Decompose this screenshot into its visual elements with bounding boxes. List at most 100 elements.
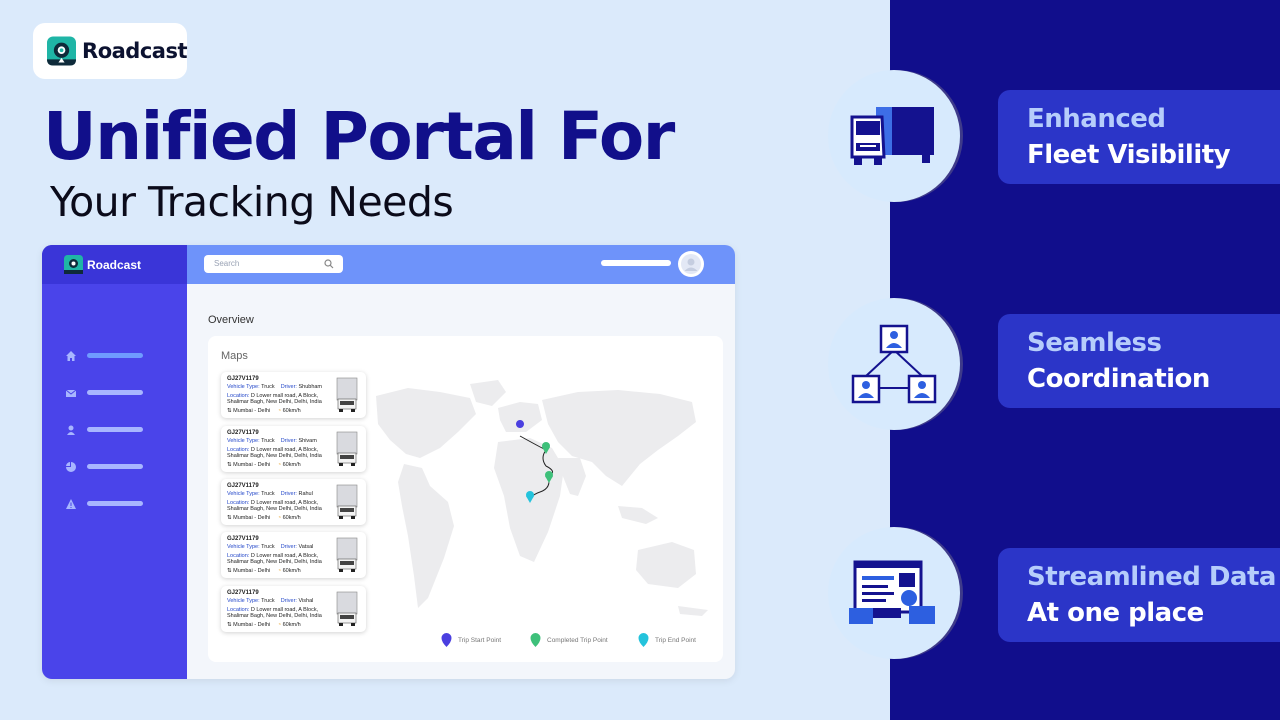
speed-icon: ◔ <box>277 514 282 521</box>
map-pin-icon <box>638 633 649 647</box>
side-nav-user[interactable] <box>65 411 143 448</box>
vehicle-id: GJ27V1179 <box>227 430 259 436</box>
legend-label: Trip End Point <box>655 636 696 644</box>
trip-card[interactable]: GJ27V1179 Vehicle Type: Truck Driver: Ra… <box>221 479 366 525</box>
trip-card[interactable]: GJ27V1179 Vehicle Type: Truck Driver: Sh… <box>221 426 366 472</box>
location-line: D Lower mall road, A Block, <box>250 392 319 399</box>
speed: 60km/h <box>282 567 301 574</box>
route-icon: ⇅ <box>227 461 232 468</box>
driver-name: Rahul <box>298 491 313 497</box>
search-input[interactable]: Search <box>204 255 343 273</box>
brand-badge[interactable]: Roadcast <box>33 23 187 79</box>
truck-icon <box>336 537 358 572</box>
driver-label: Driver: <box>280 544 297 550</box>
world-map[interactable] <box>208 336 723 662</box>
route-icon: ⇅ <box>227 514 232 521</box>
speed: 60km/h <box>282 621 301 628</box>
side-nav-home[interactable] <box>65 337 143 374</box>
legend-label: Completed Trip Point <box>547 636 608 644</box>
dashboard-mockup: Roadcast <box>42 245 735 679</box>
side-nav-label-placeholder <box>87 464 143 469</box>
vehicle-type-label: Vehicle Type: <box>227 384 260 390</box>
maps-title: Maps <box>221 350 248 362</box>
feature-title-line2: At one place <box>1027 598 1204 628</box>
home-icon <box>66 350 76 361</box>
vehicle-type-label: Vehicle Type: <box>227 544 260 550</box>
feature-icon-circle <box>828 70 960 202</box>
side-nav-reports[interactable] <box>65 448 143 485</box>
vehicle-type: Truck <box>261 544 275 550</box>
feature-fleet-visibility: Enhanced Fleet Visibility <box>998 90 1280 184</box>
location-line: Shalimar Bagh, New Delhi, Delhi, India <box>227 453 322 459</box>
route: Mumbai - Delhi <box>233 621 271 628</box>
truck-icon <box>336 377 358 412</box>
vehicle-id: GJ27V1179 <box>227 483 259 489</box>
trip-card[interactable]: GJ27V1179 Vehicle Type: Truck Driver: Vi… <box>221 586 366 632</box>
vehicle-id: GJ27V1179 <box>227 590 259 596</box>
legend-completed-trip: Completed Trip Point <box>530 633 608 647</box>
route: Mumbai - Delhi <box>233 514 271 521</box>
feature-icon-circle <box>828 527 960 659</box>
speed: 60km/h <box>282 461 301 468</box>
vehicle-id: GJ27V1179 <box>227 376 259 382</box>
driver-label: Driver: <box>280 491 297 497</box>
legend-trip-end: Trip End Point <box>638 633 696 647</box>
route: Mumbai - Delhi <box>233 461 271 468</box>
dashboard-sidebar: Roadcast <box>42 245 187 679</box>
route-icon: ⇅ <box>227 621 232 628</box>
truck-icon <box>336 591 358 626</box>
search-icon[interactable] <box>324 259 334 269</box>
trip-card[interactable]: GJ27V1179 Vehicle Type: Truck Driver: Sh… <box>221 372 366 418</box>
dashboard-sidebar-brand[interactable]: Roadcast <box>42 245 187 284</box>
driver-name: Shubham <box>298 384 323 390</box>
side-nav-mail[interactable] <box>65 374 143 411</box>
mail-icon <box>65 389 77 397</box>
location-line: Shalimar Bagh, New Delhi, Delhi, India <box>227 559 322 565</box>
network-icon <box>851 324 937 404</box>
driver-name: Vatsal <box>298 544 314 550</box>
map-pin-icon <box>530 633 541 647</box>
route: Mumbai - Delhi <box>233 567 271 574</box>
warning-icon <box>66 498 76 509</box>
truck-icon <box>336 431 358 466</box>
truck-icon <box>850 107 934 165</box>
side-nav <box>65 337 143 522</box>
maps-card: Maps GJ27V1179 Vehicle Type: Truck Drive… <box>208 336 723 662</box>
vehicle-type: Truck <box>261 438 275 444</box>
search-placeholder: Search <box>214 259 240 268</box>
truck-icon <box>336 484 358 519</box>
side-nav-label-placeholder <box>87 501 143 506</box>
dashboard-brand-name: Roadcast <box>87 257 142 272</box>
feature-title-line2: Fleet Visibility <box>1027 140 1231 170</box>
roadcast-logo-icon <box>47 36 77 66</box>
legend-label: Trip Start Point <box>458 636 502 644</box>
location-line: Shalimar Bagh, New Delhi, Delhi, India <box>227 399 322 405</box>
vehicle-type: Truck <box>261 491 275 497</box>
route-icon: ⇅ <box>227 567 232 574</box>
user-avatar-icon <box>681 254 701 274</box>
avatar[interactable] <box>678 251 704 277</box>
vehicle-type-label: Vehicle Type: <box>227 598 260 604</box>
location-label: Location: <box>227 392 250 399</box>
vehicle-type: Truck <box>261 384 275 390</box>
feature-title-line2: Coordination <box>1027 364 1210 394</box>
user-icon <box>67 425 75 435</box>
vehicle-type-label: Vehicle Type: <box>227 438 260 444</box>
headline: Unified Portal For <box>43 98 675 175</box>
location-line: D Lower mall road, A Block, <box>250 552 319 559</box>
speed-icon: ◔ <box>277 621 282 628</box>
brand-name: Roadcast <box>82 39 187 63</box>
location-line: Shalimar Bagh, New Delhi, Delhi, India <box>227 613 322 619</box>
driver-label: Driver: <box>280 384 297 390</box>
vehicle-type: Truck <box>261 598 275 604</box>
side-nav-alerts[interactable] <box>65 485 143 522</box>
location-label: Location: <box>227 499 250 506</box>
speed-icon: ◔ <box>277 407 282 414</box>
location-line: D Lower mall road, A Block, <box>250 499 319 506</box>
overview-heading: Overview <box>208 314 254 326</box>
subheadline: Your Tracking Needs <box>50 178 454 226</box>
trip-card[interactable]: GJ27V1179 Vehicle Type: Truck Driver: Va… <box>221 532 366 578</box>
feature-icon-circle <box>828 298 960 430</box>
driver-name: Shivam <box>298 438 317 444</box>
route: Mumbai - Delhi <box>233 407 271 414</box>
